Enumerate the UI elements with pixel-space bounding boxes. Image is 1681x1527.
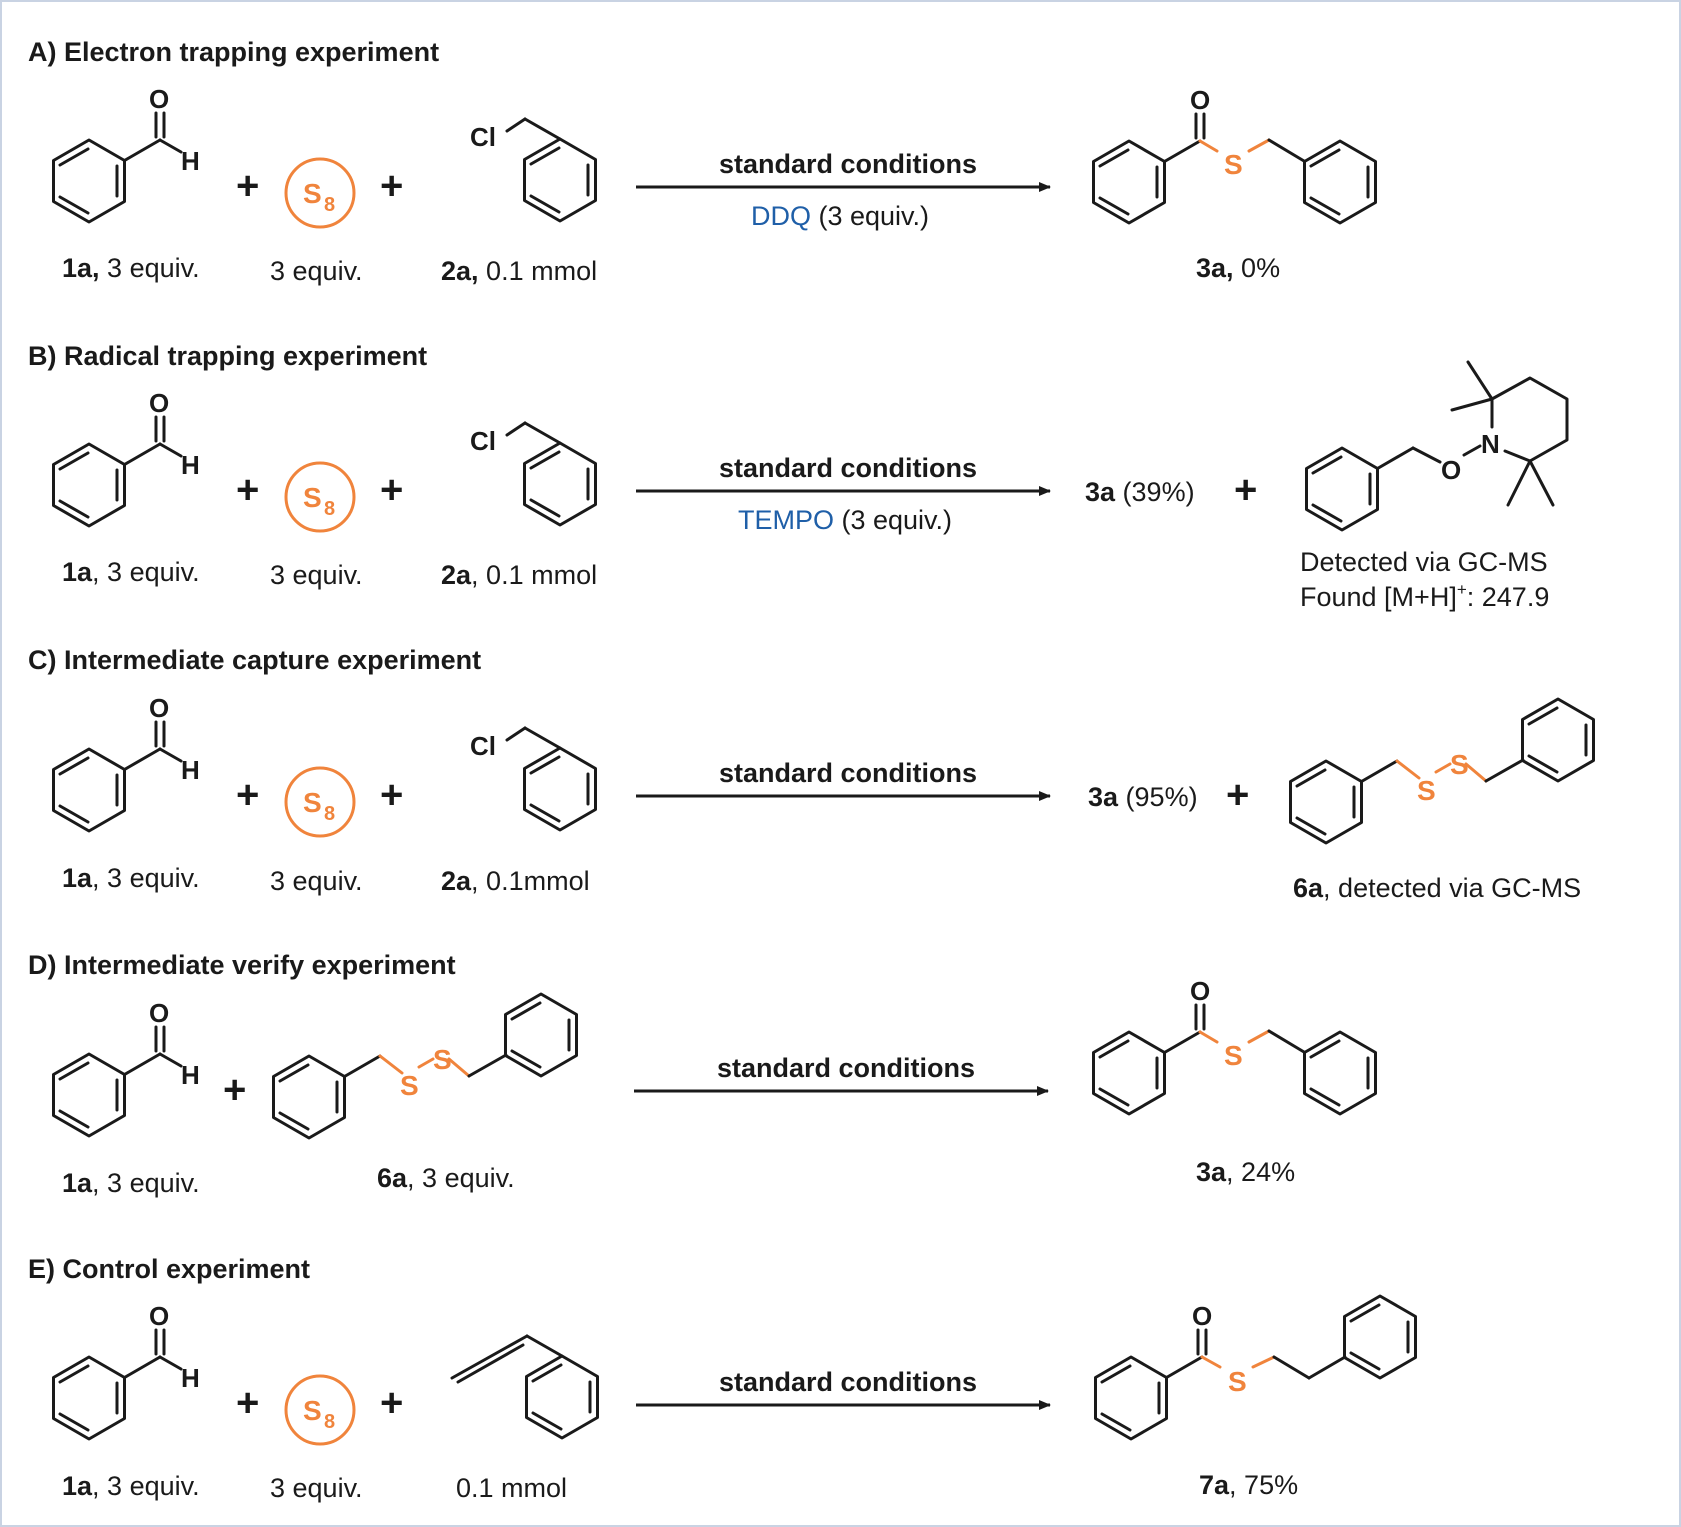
plus-sign: +: [380, 1381, 403, 1425]
plus-sign: +: [236, 773, 259, 817]
plus-sign: +: [380, 164, 403, 208]
section-c: C) Intermediate capture experiment + + s…: [28, 645, 1594, 903]
label-s8: 3 equiv.: [270, 560, 363, 590]
label-2a: 2a, 0.1 mmol: [441, 560, 597, 590]
styrene: [450, 1334, 599, 1440]
label-1a: 1a, 3 equiv.: [62, 557, 200, 587]
benzyl-chloride-2a: [470, 423, 596, 525]
plus-sign: +: [236, 468, 259, 512]
label-1a: 1a, 3 equiv.: [62, 253, 200, 283]
benzaldehyde-1a: [54, 1301, 200, 1439]
label-2a: 2a, 0.1mmol: [441, 866, 590, 896]
thioester-product-3a: [1094, 976, 1376, 1114]
tempo-benzyl-adduct: O N: [1305, 360, 1569, 532]
section-c-heading: C) Intermediate capture experiment: [28, 645, 481, 675]
plus-sign: +: [1226, 773, 1249, 817]
plus-sign: +: [1234, 468, 1257, 512]
section-b-heading: B) Radical trapping experiment: [28, 341, 427, 371]
nitrogen-atom: N: [1481, 429, 1500, 459]
benzaldehyde-1a: [54, 388, 200, 526]
label-6a: 6a, 3 equiv.: [377, 1163, 515, 1193]
label-1a: 1a, 3 equiv.: [62, 1471, 200, 1501]
product-3a-yield: 3a (95%): [1088, 782, 1198, 812]
benzyl-chloride-2a: [470, 119, 596, 221]
thioester-product-7a: O S: [1094, 1294, 1417, 1441]
label-2a: 2a, 0.1 mmol: [441, 256, 597, 286]
section-d: D) Intermediate verify experiment + stan…: [28, 950, 1376, 1198]
benzaldehyde-1a: [54, 998, 200, 1136]
benzaldehyde-1a: [54, 84, 200, 222]
label-s8: 3 equiv.: [270, 866, 363, 896]
label-styrene: 0.1 mmol: [456, 1473, 567, 1503]
conditions-label: standard conditions: [719, 1367, 977, 1397]
sulfur-s8: [284, 1374, 356, 1446]
plus-sign: +: [380, 468, 403, 512]
section-b: B) Radical trapping experiment + + stand…: [28, 341, 1569, 612]
sulfur-s8: [284, 766, 356, 838]
section-d-heading: D) Intermediate verify experiment: [28, 950, 456, 980]
section-e-heading: E) Control experiment: [28, 1254, 310, 1284]
section-a-heading: A) Electron trapping experiment: [28, 37, 439, 67]
conditions-label: standard conditions: [719, 453, 977, 483]
thioester-product-3a: [1094, 85, 1376, 223]
dibenzyl-disulfide-6a: [1291, 699, 1594, 843]
sulfur-atom: S: [1228, 1366, 1247, 1397]
oxygen-atom: O: [1192, 1301, 1212, 1331]
plus-sign: +: [380, 773, 403, 817]
sulfur-s8: [284, 157, 356, 229]
label-1a: 1a, 3 equiv.: [62, 1168, 200, 1198]
detection-note: Detected via GC-MS: [1300, 547, 1548, 577]
conditions-label: standard conditions: [717, 1053, 975, 1083]
plus-sign: +: [223, 1068, 246, 1112]
label-7a-yield: 7a, 75%: [1199, 1470, 1298, 1500]
conditions-label: standard conditions: [719, 149, 977, 179]
mass-found-note: Found [M+H]+: 247.9: [1300, 580, 1549, 612]
conditions-label: standard conditions: [719, 758, 977, 788]
reagent-label: DDQ (3 equiv.): [751, 201, 929, 231]
label-6a-note: 6a, detected via GC-MS: [1293, 873, 1581, 903]
plus-sign: +: [236, 164, 259, 208]
section-a: A) Electron trapping experiment + + stan…: [28, 37, 1376, 286]
label-3a-yield: 3a, 24%: [1196, 1157, 1295, 1187]
label-s8: 3 equiv.: [270, 1473, 363, 1503]
product-3a-yield: 3a (39%): [1085, 477, 1195, 507]
reagent-label: TEMPO (3 equiv.): [738, 505, 952, 535]
benzyl-chloride-2a: [470, 728, 596, 830]
dibenzyl-disulfide-6a: [274, 994, 577, 1138]
oxygen-atom: O: [1441, 455, 1461, 485]
section-e: E) Control experiment + + standard condi…: [28, 1254, 1417, 1503]
plus-sign: +: [236, 1381, 259, 1425]
sulfur-s8: [284, 461, 356, 533]
label-1a: 1a, 3 equiv.: [62, 863, 200, 893]
benzaldehyde-1a: [54, 693, 200, 831]
label-3a-yield: 3a, 0%: [1196, 253, 1280, 283]
label-s8: 3 equiv.: [270, 256, 363, 286]
